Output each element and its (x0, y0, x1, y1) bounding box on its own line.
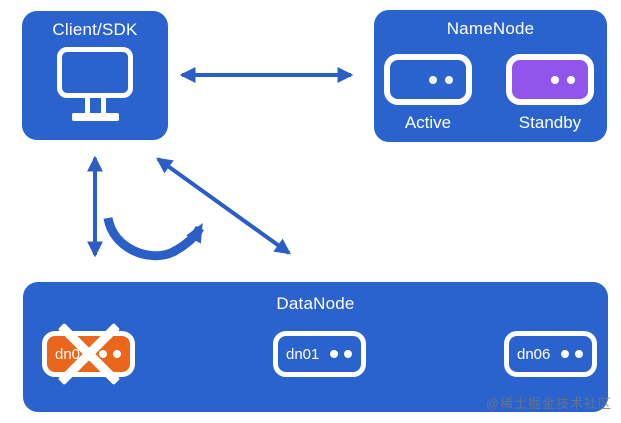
standby-label: Standby (518, 113, 582, 132)
led-dot-icon (551, 75, 559, 84)
led-dots (561, 350, 583, 358)
client-box: Client/SDK (22, 11, 168, 140)
datanode-servers-row: dn0 dn01 dn06 (23, 314, 608, 386)
led-dot-icon (99, 350, 107, 358)
datanode-server-dn06: dn06 (504, 331, 597, 377)
led-dot-icon (429, 75, 437, 84)
led-dots (99, 350, 121, 358)
datanode-title: DataNode (276, 294, 355, 313)
datanode-server-label: dn0 (55, 345, 81, 363)
monitor-screen (57, 47, 133, 98)
datanode-box: DataNode dn0 dn01 (23, 282, 608, 412)
namenode-servers-row: Active Standby (374, 39, 607, 133)
namenode-active: Active (384, 54, 472, 133)
datanode-server-label: dn01 (286, 345, 320, 363)
namenode-standby: Standby (506, 54, 594, 133)
led-dot-icon (575, 350, 583, 358)
server-icon-standby (506, 54, 594, 105)
redirect-curved-arrow (103, 216, 204, 261)
datanode-server-failed: dn0 (42, 322, 135, 386)
server-icon-active (384, 54, 472, 105)
datanode-server-dn01: dn01 (273, 331, 366, 377)
led-dot-icon (113, 350, 121, 358)
client-title: Client/SDK (52, 20, 138, 39)
led-dot-icon (567, 75, 575, 84)
datanode-server-label: dn06 (517, 345, 551, 363)
watermark: @稀土掘金技术社区 (485, 396, 612, 411)
namenode-box: NameNode Active Standby (374, 10, 607, 142)
led-dots (330, 350, 352, 358)
active-label: Active (404, 113, 452, 132)
client-datanode-diagonal-arrow (156, 157, 291, 255)
led-dot-icon (561, 350, 569, 358)
led-dot-icon (445, 75, 453, 84)
monitor-stand-neck (84, 98, 106, 113)
monitor-stand-base (71, 113, 119, 121)
led-dot-icon (330, 350, 338, 358)
led-dot-icon (344, 350, 352, 358)
monitor-icon (22, 47, 168, 121)
namenode-title: NameNode (446, 19, 535, 38)
